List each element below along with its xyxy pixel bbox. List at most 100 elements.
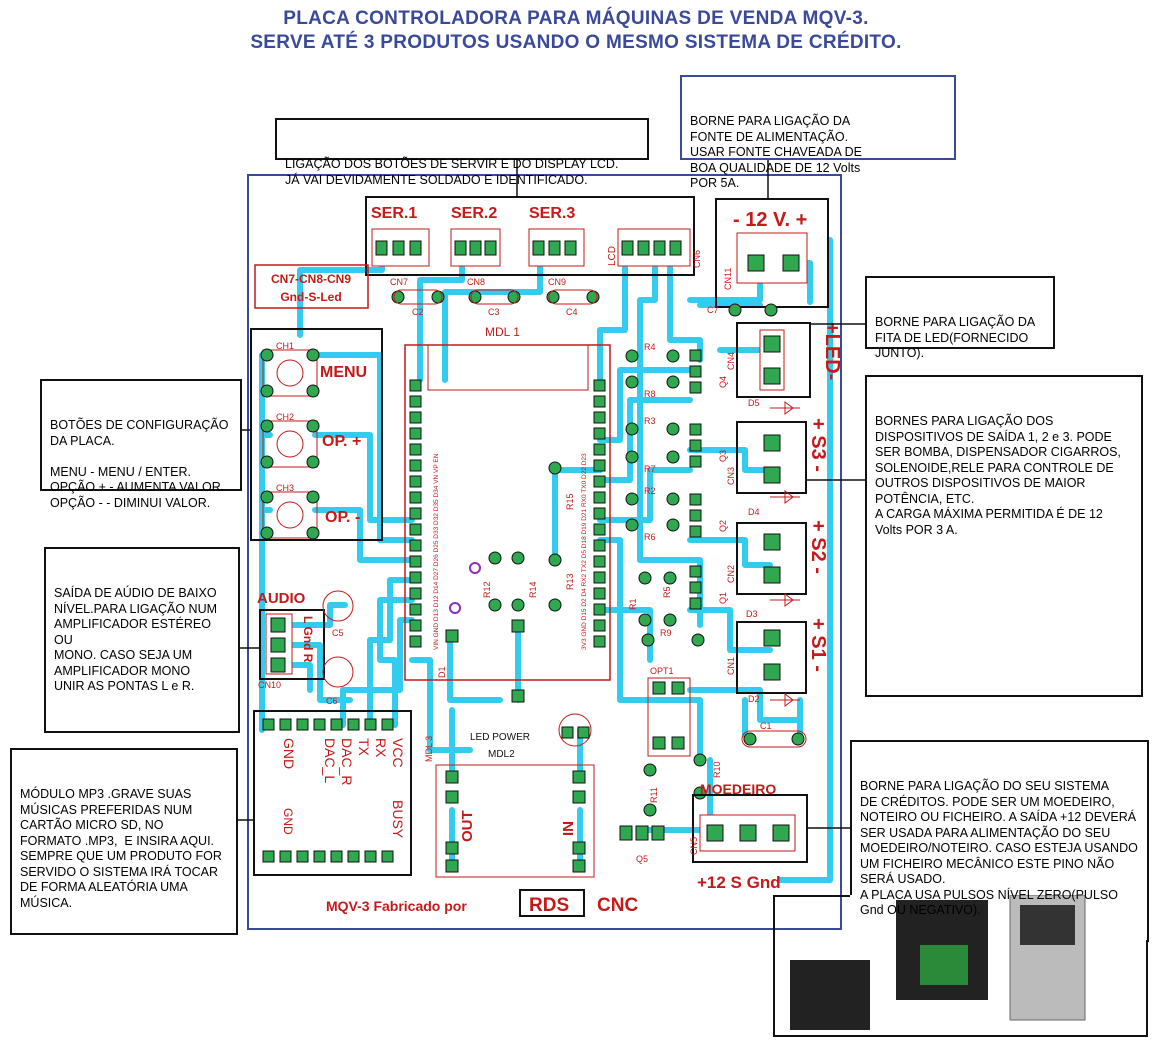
ser2-label: SER.2 xyxy=(451,205,497,222)
note-outputs-text: BORNES PARA LIGAÇÃO DOS DISPOSITIVOS DE … xyxy=(875,414,1121,537)
in-label: IN xyxy=(560,821,577,836)
title-line-1: PLACA CONTROLADORA PARA MÁQUINAS DE VEND… xyxy=(283,8,869,29)
c4-label: C4 xyxy=(566,307,578,317)
mdl1-antenna xyxy=(427,344,589,391)
mp3-pin-vcc: VCC xyxy=(390,738,406,768)
s2-label: + S2 - xyxy=(807,520,829,574)
c7-label: C7 xyxy=(707,305,719,315)
r7-label: R7 xyxy=(644,464,656,474)
mdl2-pads xyxy=(445,770,586,873)
s1-box xyxy=(736,621,807,694)
audio-box xyxy=(259,609,325,680)
c3-label: C3 xyxy=(488,307,500,317)
d3-label: D3 xyxy=(746,609,758,619)
r15-label: R15 xyxy=(565,493,575,510)
cn5-pads xyxy=(706,824,790,842)
ch-buttons-box xyxy=(250,328,383,541)
mcu-left-pins xyxy=(409,379,422,648)
output-pads xyxy=(763,434,781,681)
mp3-pin-rx: RX xyxy=(373,738,389,758)
led-power-label: LED POWER xyxy=(470,732,530,743)
c5-label: C5 xyxy=(332,628,344,638)
note-outputs: BORNES PARA LIGAÇÃO DOS DISPOSITIVOS DE … xyxy=(865,375,1143,697)
c3-outline xyxy=(470,289,519,305)
ser3-label: SER.3 xyxy=(529,205,575,222)
mdl2-label: MDL2 xyxy=(488,749,515,760)
q5-label: Q5 xyxy=(636,854,648,864)
power-label: - 12 V. + xyxy=(733,209,807,231)
opt1-label: OPT1 xyxy=(650,666,674,676)
note-audio-text: SAÍDA DE AÚDIO DE BAIXO NÍVEL.PARA LIGAÇ… xyxy=(54,586,218,693)
coin-acceptor-pictures xyxy=(790,894,1086,1030)
r12-label: R12 xyxy=(482,581,492,598)
c1-outline xyxy=(741,730,807,748)
r2-label: R2 xyxy=(644,486,656,496)
lcd-label: LCD xyxy=(607,246,618,266)
c6-label: C6 xyxy=(326,696,338,706)
r5-label: R5 xyxy=(662,586,672,598)
ser1-label: SER.1 xyxy=(371,205,417,222)
mdl3-box xyxy=(253,710,412,876)
d4-label: D4 xyxy=(748,507,760,517)
diodes xyxy=(770,401,800,707)
note-audio: SAÍDA DE AÚDIO DE BAIXO NÍVEL.PARA LIGAÇ… xyxy=(44,547,240,733)
s1-label: + S1 - xyxy=(807,618,829,672)
note-mp3-text: MÓDULO MP3 .GRAVE SUAS MÚSICAS PREFERIDA… xyxy=(20,787,222,910)
r8-label: R8 xyxy=(644,389,656,399)
note-credit: BORNE PARA LIGAÇÃO DO SEU SISTEMA DE CRÉ… xyxy=(850,740,1149,917)
r6-label: R6 xyxy=(644,532,656,542)
cn-label-box xyxy=(254,264,369,309)
opt1-outline xyxy=(647,677,691,757)
cn11-pad-pos xyxy=(782,254,800,272)
r11-label: R11 xyxy=(649,787,659,803)
mp3-pin-gnd-bottom: GND xyxy=(281,808,295,835)
c1-label: C1 xyxy=(760,721,772,731)
mp3-pin-gnd: GND xyxy=(281,738,297,769)
tact-switches xyxy=(262,349,318,539)
q2-label: Q2 xyxy=(718,520,728,532)
cn11-pad-neg xyxy=(747,254,765,272)
q4-label: Q4 xyxy=(718,376,728,388)
center-component-pads xyxy=(445,461,705,703)
mcu-right-pins xyxy=(593,379,606,648)
mdl3-bottom-pins xyxy=(262,850,394,863)
note-credit-text: BORNE PARA LIGAÇÃO DO SEU SISTEMA DE CRÉ… xyxy=(860,779,1138,917)
r3-label: R3 xyxy=(644,416,656,426)
cn10-label: CN10 xyxy=(258,680,281,690)
cn-label-line1: CN7-CN8-CN9 xyxy=(271,272,351,286)
footer-cnc: CNC xyxy=(597,895,638,916)
mcu-right-pin-labels: 3V3 GND D15 D2 D4 RX2 TX2 D5 D18 D19 D21… xyxy=(581,453,588,650)
ch3-label: CH3 xyxy=(276,483,294,493)
cn-label-line2: Gnd-S-Led xyxy=(280,290,341,304)
note-power-supply: BORNE PARA LIGAÇÃO DA FONTE DE ALIMENTAÇ… xyxy=(680,75,956,190)
mp3-pin-dac-r: DAC_R xyxy=(339,738,355,785)
note-mp3: MÓDULO MP3 .GRAVE SUAS MÚSICAS PREFERIDA… xyxy=(10,748,238,935)
mp3-pin-busy: BUSY xyxy=(390,800,406,839)
ch2-label: CH2 xyxy=(276,412,294,422)
menu-label: MENU xyxy=(320,364,367,381)
r4-label: R4 xyxy=(644,342,656,352)
audio-label: AUDIO xyxy=(257,590,306,607)
r9-label: R9 xyxy=(660,628,672,638)
q3-label: Q3 xyxy=(718,450,728,462)
mdl3-label: MDL 3 xyxy=(424,736,434,762)
mp3-pin-tx: TX xyxy=(356,738,372,757)
note-power-supply-text: BORNE PARA LIGAÇÃO DA FONTE DE ALIMENTAÇ… xyxy=(690,114,863,190)
d5-label: D5 xyxy=(748,398,760,408)
r1-label: R1 xyxy=(628,598,638,610)
op-plus-label: OP. + xyxy=(322,433,361,450)
leader-lines xyxy=(238,160,865,829)
note-led-strip-text: BORNE PARA LIGAÇÃO DA FITA DE LED(FORNEC… xyxy=(875,315,1036,360)
right-component-pads xyxy=(625,349,702,610)
c2-outline xyxy=(393,289,443,305)
r14-label: R14 xyxy=(528,581,538,598)
note-buttons-lcd-text: LIGAÇÃO DOS BOTÕES DE SERVIR E DO DISPLA… xyxy=(285,157,619,187)
note-buttons-lcd: LIGAÇÃO DOS BOTÕES DE SERVIR E DO DISPLA… xyxy=(275,118,649,187)
led-box xyxy=(736,322,811,398)
mcu-left-pin-labels: VIN GND D13 D12 D14 D27 D26 D25 D33 D32 … xyxy=(433,453,440,650)
footer-rds: RDS xyxy=(529,895,569,916)
mdl1-label: MDL 1 xyxy=(485,325,520,339)
footer-prefix: MQV-3 Fabricado por xyxy=(326,898,467,914)
s3-box xyxy=(736,421,807,494)
